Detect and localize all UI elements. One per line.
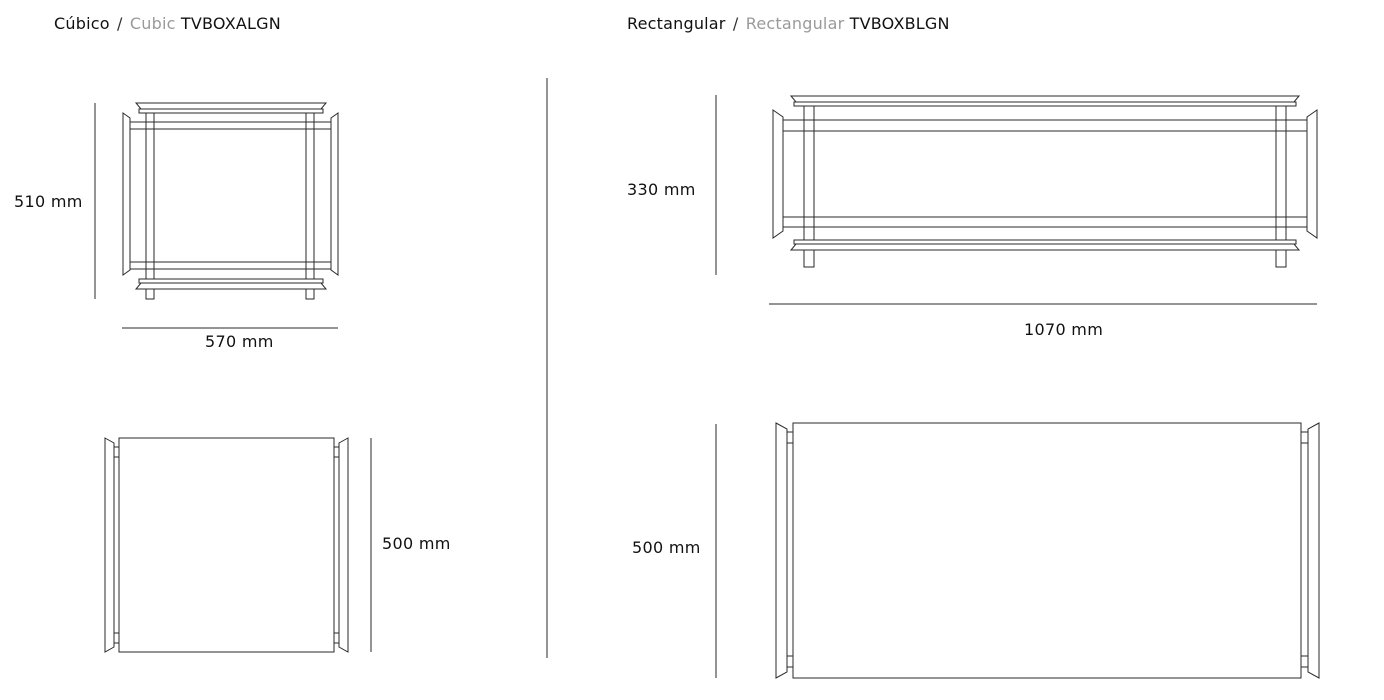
- rect-width-label: 1070 mm: [1024, 320, 1104, 339]
- rect-top-side-right: [1307, 422, 1320, 679]
- cubic-top-surface: [118, 437, 335, 653]
- cubic-top-side-right: [338, 437, 349, 653]
- cubic-title: Cúbico / Cubic TVBOXALGN: [54, 14, 281, 33]
- rect-side-panel-left: [772, 109, 784, 239]
- cubic-width-label: 570 mm: [205, 332, 274, 351]
- cubic-top-view: [104, 437, 372, 653]
- rect-height-label: 330 mm: [627, 180, 696, 199]
- rectangular-title: Rectangular / Rectangular TVBOXBLGN: [627, 14, 950, 33]
- rect-bottom-tray-base: [793, 239, 1297, 245]
- rect-top-surface: [792, 422, 1302, 679]
- cubic-bracket: [333, 446, 340, 458]
- rect-side-panel-right: [1306, 109, 1318, 239]
- cubic-depth-label: 500 mm: [382, 534, 451, 553]
- cubic-code: TVBOXALGN: [180, 14, 281, 33]
- rect-title-separator: /: [732, 14, 739, 33]
- cubic-top-side-left: [104, 437, 115, 653]
- rect-title-en: Rectangular: [745, 14, 845, 33]
- rect-bracket: [1300, 655, 1309, 668]
- cubic-side-panel-left: [122, 112, 131, 276]
- cubic-front-view: [94, 102, 339, 329]
- rect-bottom-tray: [789, 243, 1301, 251]
- cubic-bracket: [113, 632, 120, 644]
- cubic-side-panel-right: [330, 112, 339, 276]
- rect-code: TVBOXBLGN: [849, 14, 950, 33]
- rect-bottom-rail: [782, 216, 1308, 228]
- cubic-leg-right: [305, 288, 315, 300]
- rect-top-tray-base: [793, 101, 1297, 107]
- rect-leg-left: [803, 249, 815, 268]
- cubic-bracket: [113, 446, 120, 458]
- cubic-bottom-tray: [134, 282, 328, 290]
- rect-top-tray: [789, 95, 1301, 103]
- cubic-bottom-tray-base: [138, 278, 324, 284]
- rect-title-es: Rectangular: [627, 14, 726, 33]
- cubic-height-label: 510 mm: [14, 192, 83, 211]
- cubic-top-tray: [134, 102, 328, 110]
- cubic-bottom-rail: [129, 261, 332, 270]
- rect-bracket: [786, 431, 794, 444]
- cubic-title-en: Cubic: [129, 14, 176, 33]
- rect-leg-right: [1275, 249, 1287, 268]
- rect-depth-label: 500 mm: [632, 538, 701, 557]
- cubic-title-separator: /: [117, 14, 123, 33]
- cubic-leg-left: [145, 288, 155, 300]
- rect-top-view: [715, 422, 1320, 679]
- rect-top-side-left: [775, 422, 788, 679]
- cubic-title-es: Cúbico: [54, 14, 110, 33]
- cubic-top-tray-base: [138, 108, 324, 114]
- cubic-bracket: [333, 632, 340, 644]
- rect-bracket: [786, 655, 794, 668]
- rect-top-rail: [782, 119, 1308, 132]
- rect-bracket: [1300, 431, 1309, 444]
- rect-front-view: [715, 95, 1318, 305]
- cubic-top-rail: [129, 121, 332, 130]
